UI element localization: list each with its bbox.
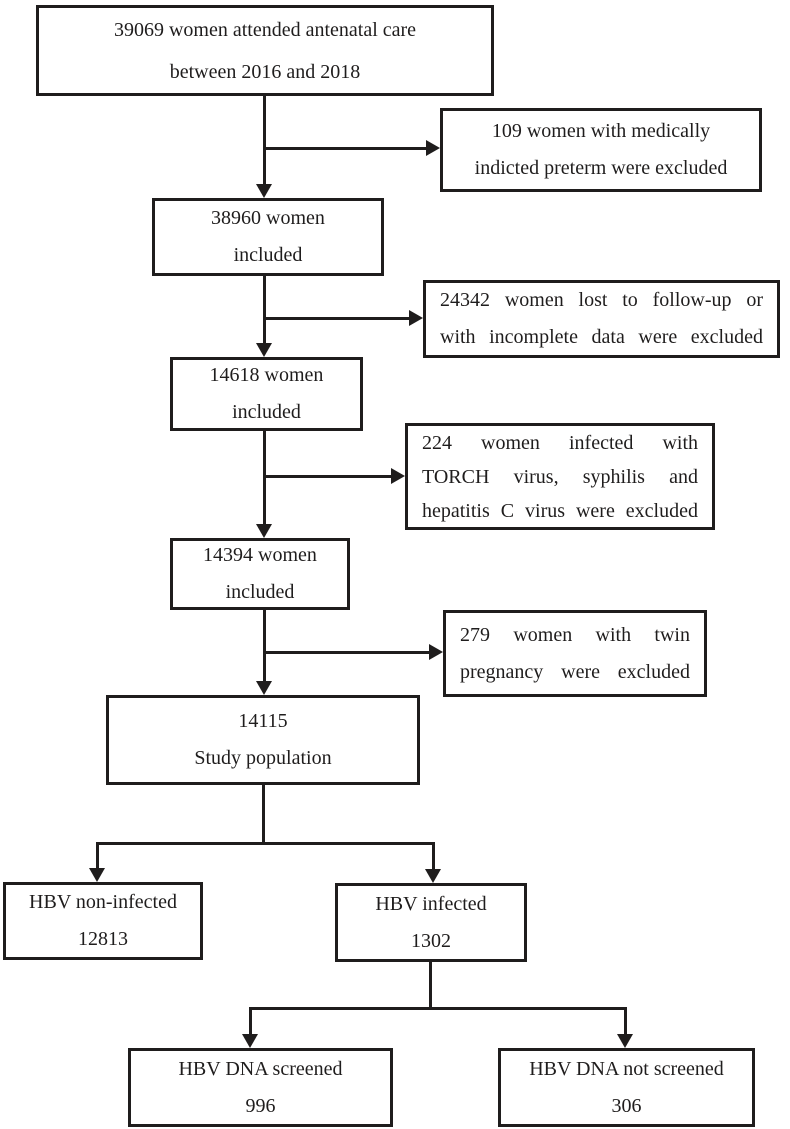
hbv-infected-label: HBV infected: [375, 892, 487, 915]
excl-torch-line1: 224 women infected with: [422, 431, 698, 454]
connector-branch-excl-followup: [263, 317, 410, 320]
arrowhead-into-excl-preterm: [426, 140, 440, 156]
connector-infected-split-bar: [249, 1007, 627, 1010]
dna-not-screened-count: 306: [611, 1094, 642, 1117]
connector-study-split-bar: [96, 842, 435, 845]
box-excluded-twin-pregnancy: 279 women with twin pregnancy were exclu…: [443, 610, 707, 697]
connector-branch-excl-twin: [263, 651, 429, 654]
included-14394-line2: included: [225, 581, 295, 603]
box-included-38960: 38960 women included: [152, 198, 384, 276]
dna-not-screened-label: HBV DNA not screened: [529, 1057, 724, 1080]
connector-split-to-dna-not-screened: [624, 1007, 627, 1035]
box-hbv-non-infected: HBV non-infected 12813: [3, 882, 203, 960]
box-antenatal-care-line2: between 2016 and 2018: [169, 60, 361, 83]
hbv-non-infected-label: HBV non-infected: [29, 891, 177, 913]
excl-followup-line2: with incomplete data were excluded: [440, 326, 763, 348]
box-excluded-torch-syphilis-hcv: 224 women infected with TORCH virus, syp…: [405, 423, 715, 530]
arrowhead-into-included14394: [256, 524, 272, 538]
excl-twin-line1: 279 women with twin: [460, 623, 690, 646]
included-38960-line2: included: [233, 244, 303, 266]
arrowhead-into-non-infected: [89, 868, 105, 882]
included-38960-line1: 38960 women: [211, 207, 325, 229]
included-14618-line1: 14618 women: [209, 364, 324, 386]
box-study-population: 14115 Study population: [106, 695, 420, 785]
dna-screened-label: HBV DNA screened: [178, 1057, 343, 1080]
arrowhead-into-included38960: [256, 184, 272, 198]
arrowhead-into-excl-followup: [409, 310, 423, 326]
excl-preterm-line1: 109 women with medically: [491, 120, 711, 142]
excl-preterm-line2: indicted preterm were excluded: [474, 157, 728, 179]
connector-branch-excl-torch: [263, 475, 392, 478]
excl-followup-line1: 24342 women lost to follow-up or: [440, 289, 763, 311]
connector-included14394-to-study: [263, 610, 266, 681]
box-antenatal-care-line1: 39069 women attended antenatal care: [113, 18, 417, 41]
connector-infected-split-stem: [429, 962, 432, 1010]
excl-torch-line2: TORCH virus, syphilis and: [422, 465, 698, 488]
arrowhead-into-dna-screened: [242, 1034, 258, 1048]
arrowhead-into-study: [256, 681, 272, 695]
box-hbv-dna-screened: HBV DNA screened 996: [128, 1048, 393, 1127]
arrowhead-into-infected: [425, 869, 441, 883]
hbv-non-infected-count: 12813: [78, 928, 128, 950]
connector-included38960-to-included14618: [263, 276, 266, 344]
connector-split-to-dna-screened: [249, 1007, 252, 1035]
connector-study-split-stem: [262, 785, 265, 845]
box-excluded-lost-followup: 24342 women lost to follow-up or with in…: [423, 280, 780, 358]
excl-torch-line3: hepatitis C virus were excluded: [422, 499, 698, 522]
box-included-14618: 14618 women included: [170, 357, 363, 431]
box-antenatal-care: 39069 women attended antenatal care betw…: [36, 5, 494, 96]
excl-twin-line2: pregnancy were excluded: [460, 660, 690, 683]
dna-screened-count: 996: [245, 1094, 276, 1117]
connector-attended-to-included38960: [263, 96, 266, 186]
hbv-infected-count: 1302: [411, 929, 451, 952]
included-14394-line1: 14394 women: [203, 544, 317, 566]
connector-branch-excl-preterm: [263, 147, 427, 150]
arrowhead-into-included14618: [256, 343, 272, 357]
arrowhead-into-dna-not-screened: [617, 1034, 633, 1048]
included-14618-line2: included: [232, 401, 301, 423]
connector-split-to-infected: [432, 842, 435, 870]
study-population-count: 14115: [238, 710, 288, 732]
study-population-label: Study population: [194, 747, 332, 769]
connector-split-to-non-infected: [96, 842, 99, 869]
box-included-14394: 14394 women included: [170, 538, 350, 610]
box-hbv-infected: HBV infected 1302: [335, 883, 527, 962]
box-hbv-dna-not-screened: HBV DNA not screened 306: [498, 1048, 755, 1127]
arrowhead-into-excl-torch: [391, 468, 405, 484]
box-excluded-medically-indicted-preterm: 109 women with medically indicted preter…: [440, 108, 762, 192]
arrowhead-into-excl-twin: [429, 644, 443, 660]
